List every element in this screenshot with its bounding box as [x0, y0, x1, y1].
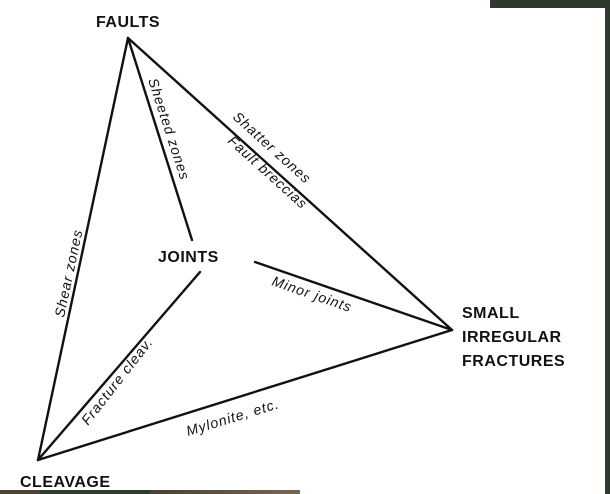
node-joints: JOINTS	[158, 249, 219, 266]
node-fractures-line1: SMALL	[462, 305, 520, 322]
node-fractures-line2: IRREGULAR	[462, 329, 562, 346]
edge-label-mylonite: Mylonite, etc.	[184, 395, 281, 439]
edge-label-fracture-cleav: Fracture cleav.	[78, 334, 156, 428]
edge-joints-fractures	[255, 262, 452, 330]
node-faults: FAULTS	[96, 14, 160, 31]
node-cleavage: CLEAVAGE	[20, 474, 111, 491]
edge-label-shear-zones: Shear zones	[51, 228, 85, 319]
edge-label-minor-joints: Minor joints	[270, 273, 354, 315]
node-fractures-line3: FRACTURES	[462, 353, 565, 370]
